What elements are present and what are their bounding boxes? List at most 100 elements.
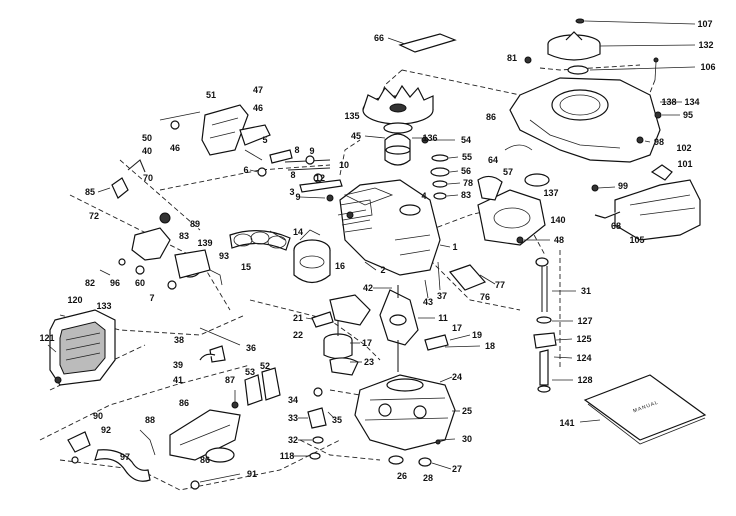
callout-label-134: 134 <box>684 97 700 107</box>
callout-label-137: 137 <box>543 188 559 198</box>
callout-label-135: 135 <box>344 111 360 121</box>
callout-label-95: 95 <box>682 110 694 120</box>
callout-label-31: 31 <box>580 286 592 296</box>
callout-label-136: 136 <box>422 133 438 143</box>
small-parts-group <box>421 136 461 200</box>
callout-label-83: 83 <box>460 190 472 200</box>
callout-label-70: 70 <box>142 173 154 183</box>
callout-label-8: 8 <box>294 145 300 155</box>
callout-label-46: 46 <box>252 103 264 113</box>
callout-label-46: 46 <box>169 143 181 153</box>
callout-label-25: 25 <box>461 406 473 416</box>
exhaust-muffler <box>67 409 241 490</box>
flywheel <box>362 84 434 166</box>
callout-label-102: 102 <box>676 143 692 153</box>
bracket-parts <box>199 327 281 409</box>
piston-rings <box>229 230 291 251</box>
callout-label-37: 37 <box>436 291 448 301</box>
callout-label-36: 36 <box>245 343 257 353</box>
callout-label-3: 3 <box>289 187 295 197</box>
callout-label-128: 128 <box>577 375 593 385</box>
callout-label-21: 21 <box>292 313 304 323</box>
callout-label-101: 101 <box>677 159 693 169</box>
callout-label-106: 106 <box>700 62 716 72</box>
callout-label-16: 16 <box>334 261 346 271</box>
callout-label-32: 32 <box>287 435 299 445</box>
callout-label-22: 22 <box>292 330 304 340</box>
callout-label-9: 9 <box>295 192 301 202</box>
callout-label-7: 7 <box>149 293 155 303</box>
callout-label-88: 88 <box>144 415 156 425</box>
callout-label-9: 9 <box>309 146 315 156</box>
callout-label-91: 91 <box>246 469 258 479</box>
crankshaft <box>305 285 481 376</box>
callout-label-76: 76 <box>479 292 491 302</box>
callout-label-10: 10 <box>338 160 350 170</box>
callout-label-54: 54 <box>460 135 472 145</box>
callout-label-138: 138 <box>661 97 677 107</box>
callout-label-140: 140 <box>550 215 566 225</box>
owners-manual <box>579 374 707 445</box>
callout-label-56: 56 <box>460 166 472 176</box>
callout-label-90: 90 <box>92 411 104 421</box>
callout-label-97: 97 <box>119 452 131 462</box>
control-bracket <box>97 104 271 199</box>
callout-label-87: 87 <box>224 375 236 385</box>
callout-label-81: 81 <box>506 53 518 63</box>
callout-label-27: 27 <box>451 464 463 474</box>
governor-parts <box>293 387 335 460</box>
callout-label-43: 43 <box>422 297 434 307</box>
callout-label-28: 28 <box>422 473 434 483</box>
leader-lines <box>269 230 471 470</box>
callout-label-60: 60 <box>134 278 146 288</box>
callout-label-6: 6 <box>243 165 249 175</box>
callout-label-120: 120 <box>67 295 83 305</box>
callout-label-24: 24 <box>451 372 463 382</box>
callout-label-133: 133 <box>96 301 112 311</box>
callout-label-40: 40 <box>141 146 153 156</box>
callout-label-1: 1 <box>452 242 458 252</box>
identification-plate <box>424 261 496 299</box>
callout-label-55: 55 <box>461 152 473 162</box>
callout-label-19: 19 <box>471 330 483 340</box>
callout-label-121: 121 <box>39 333 55 343</box>
callout-label-86: 86 <box>485 112 497 122</box>
callout-label-23: 23 <box>363 357 375 367</box>
callout-label-78: 78 <box>462 178 474 188</box>
callout-label-86: 86 <box>178 398 190 408</box>
callout-label-45: 45 <box>350 131 362 141</box>
callout-label-26: 26 <box>396 471 408 481</box>
callout-label-83: 83 <box>178 231 190 241</box>
callout-label-18: 18 <box>484 341 496 351</box>
callout-label-41: 41 <box>172 375 184 385</box>
callout-label-127: 127 <box>577 316 593 326</box>
callout-label-98: 98 <box>653 137 665 147</box>
callout-label-35: 35 <box>331 415 343 425</box>
callout-label-50: 50 <box>141 133 153 143</box>
callout-label-105: 105 <box>629 235 645 245</box>
callout-label-132: 132 <box>698 40 714 50</box>
callout-label-52: 52 <box>259 361 271 371</box>
recoil-starter <box>477 144 550 246</box>
oil-sump <box>354 374 456 467</box>
fuel-cap-assembly <box>547 18 696 75</box>
callout-label-77: 77 <box>494 280 506 290</box>
callout-label-57: 57 <box>502 167 514 177</box>
callout-label-99: 99 <box>617 181 629 191</box>
callout-label-30: 30 <box>461 434 473 444</box>
callout-label-12: 12 <box>314 173 326 183</box>
callout-label-89: 89 <box>189 219 201 229</box>
dipstick-tube <box>533 257 576 393</box>
engine-block <box>337 179 451 276</box>
valve-train <box>249 149 343 202</box>
callout-label-14: 14 <box>292 227 304 237</box>
callout-label-4: 4 <box>421 191 427 201</box>
callout-label-42: 42 <box>362 283 374 293</box>
callout-label-51: 51 <box>205 90 217 100</box>
callout-label-96: 96 <box>109 278 121 288</box>
callout-label-85: 85 <box>84 187 96 197</box>
muffler-shield <box>591 164 701 241</box>
callout-label-68: 68 <box>610 221 622 231</box>
